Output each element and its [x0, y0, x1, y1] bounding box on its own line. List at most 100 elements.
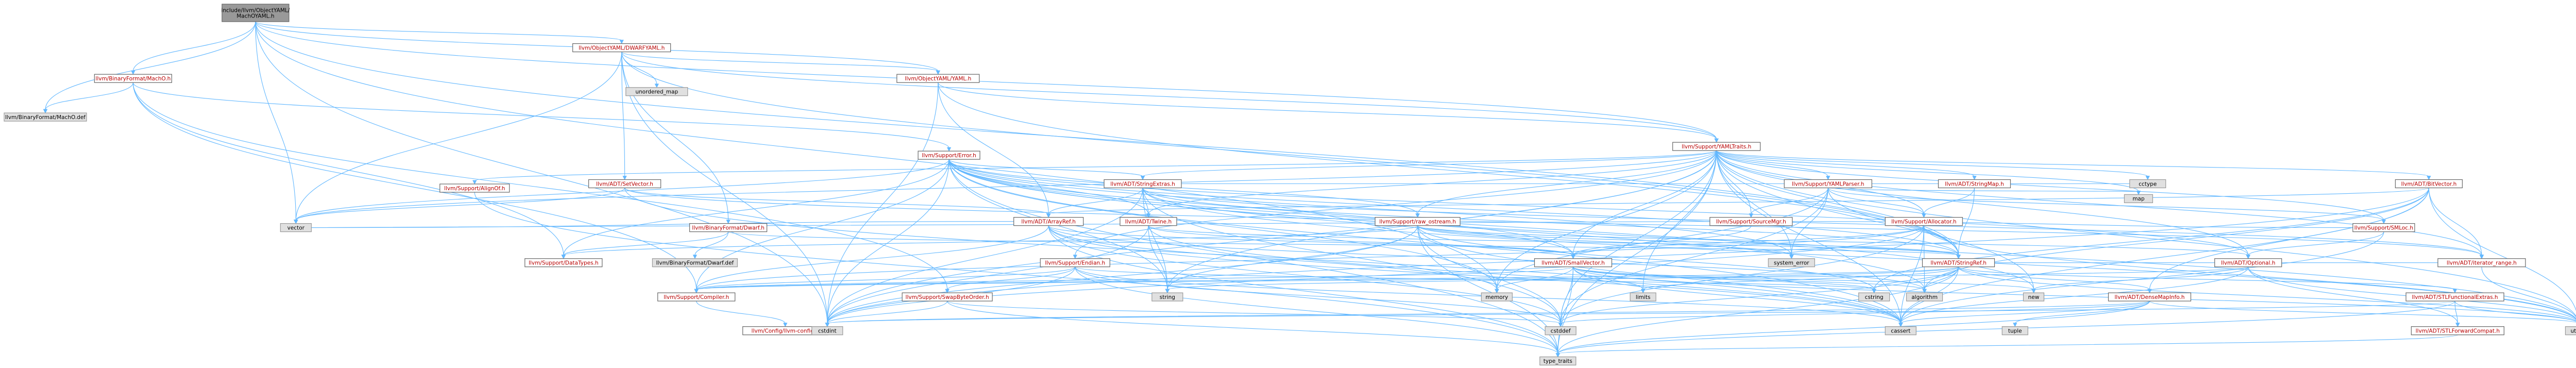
- arrowhead-setvector-to-vector: [294, 220, 298, 224]
- node-llvm-support-allocator-h[interactable]: llvm/Support/Allocator.h: [1885, 217, 1963, 226]
- edge-stringref-to-string: [1167, 266, 1959, 290]
- node-string: string: [1151, 292, 1183, 302]
- edge-yamlparser-to-systemerror: [1791, 188, 1828, 256]
- edge-macho-to-swapbyteorder: [132, 82, 948, 290]
- node-llvm-adt-smallvector-h[interactable]: llvm/ADT/SmallVector.h: [1534, 258, 1613, 267]
- edge-yamltraits-to-map: [1716, 150, 2139, 192]
- edge-arrayref-to-compiler: [696, 225, 1049, 290]
- edge-macho-to-datatypes: [132, 82, 564, 256]
- arrowhead-objyaml-to-yamltraits: [1714, 138, 1719, 143]
- edge-yamltraits-to-endian: [1075, 150, 1717, 256]
- node-label: cassert: [1891, 328, 1910, 334]
- node-new: new: [2023, 292, 2044, 302]
- edge-stringref-to-typetraits: [1557, 266, 1959, 354]
- edge-twine-to-cassert: [1148, 225, 1901, 324]
- node-llvm-adt-densemapinfo-h[interactable]: llvm/ADT/DenseMapInfo.h: [2108, 292, 2192, 302]
- node-box: [2124, 194, 2153, 204]
- node-label: llvm/Support/AlignOf.h: [444, 186, 505, 192]
- node-label: llvm/ADT/STLForwardCompat.h: [2416, 328, 2500, 334]
- edge-sourcemgr-to-smallvector: [1572, 225, 1752, 256]
- edge-yamltraits-to-stringref: [1716, 150, 1959, 256]
- arrowhead-yamlparser-to-systemerror: [1789, 255, 1794, 259]
- edge-optional-to-cassert: [1900, 266, 2249, 324]
- node-box: [1120, 217, 1177, 226]
- node-utility: utility: [2565, 326, 2576, 336]
- arrowhead-densemapinfo-to-cstddef: [1558, 323, 1563, 327]
- node-llvm-support-yamlparser-h[interactable]: llvm/Support/YAMLParser.h: [1784, 179, 1872, 189]
- node-llvm-adt-setvector-h[interactable]: llvm/ADT/SetVector.h: [588, 179, 662, 189]
- edge-macho-to-compiler: [132, 82, 697, 290]
- edge-rawostream-to-optional: [1417, 225, 2249, 256]
- arrowhead-allocator-to-smallvector: [1571, 255, 1575, 259]
- node-label: llvm/ADT/StringRef.h: [1930, 260, 1987, 266]
- node-label: llvm/Config/llvm-config.h: [752, 328, 819, 334]
- edge-error-to-vector: [295, 159, 950, 221]
- node-label: llvm/Support/YAMLParser.h: [1792, 181, 1864, 187]
- node-llvm-support-compiler-h[interactable]: llvm/Support/Compiler.h: [657, 292, 736, 302]
- arrowhead-error-to-stringextras: [1140, 176, 1145, 180]
- node-llvm-support-sourcemgr-h[interactable]: llvm/Support/SourceMgr.h: [1709, 217, 1793, 226]
- node-llvm-adt-stringmap-h[interactable]: llvm/ADT/StringMap.h: [1938, 179, 2011, 189]
- node-llvm-support-endian-h[interactable]: llvm/Support/Endian.h: [1040, 258, 1110, 267]
- node-llvm-binaryformat-dwarf-h[interactable]: llvm/BinaryFormat/Dwarf.h: [689, 223, 768, 232]
- node-box: [1151, 292, 1183, 302]
- arrowhead-yamltraits-to-endian: [1073, 255, 1077, 259]
- node-label: llvm/Support/raw_ostream.h: [1379, 219, 1456, 225]
- node-llvm-adt-stlforwardcompat-h[interactable]: llvm/ADT/STLForwardCompat.h: [2411, 326, 2504, 336]
- edge-bitvector-to-cstdint: [827, 188, 2429, 324]
- edge-densemapinfo-to-typetraits: [1557, 300, 2150, 354]
- node-llvm-adt-twine-h[interactable]: llvm/ADT/Twine.h: [1120, 217, 1177, 226]
- edge-stringref-to-utility: [1958, 266, 2576, 322]
- node-llvm-adt-stringref-h[interactable]: llvm/ADT/StringRef.h: [1922, 258, 1995, 267]
- edge-yamlparser-to-map: [1827, 187, 2139, 192]
- edge-bitvector-to-algorithm: [1924, 188, 2429, 290]
- node-label: llvm/ObjectYAML/YAML.h: [905, 76, 971, 82]
- node-llvm-adt-bitvector-h[interactable]: llvm/ADT/BitVector.h: [2395, 179, 2463, 189]
- node-llvm-adt-optional-h[interactable]: llvm/ADT/Optional.h: [2214, 258, 2282, 267]
- edge-arrayref-to-cassert: [1048, 225, 1901, 324]
- edge-macho-to-error: [132, 82, 950, 148]
- node-label: MachOYAML.h: [236, 13, 274, 19]
- node-llvm-support-raw-ostream-h[interactable]: llvm/Support/raw_ostream.h: [1375, 217, 1461, 226]
- node-box: [588, 179, 662, 189]
- node-llvm-support-yamltraits-h[interactable]: llvm/Support/YAMLTraits.h: [1672, 142, 1761, 151]
- node-label: llvm/ADT/StringExtras.h: [1110, 181, 1175, 187]
- node-cctype: cctype: [2129, 179, 2166, 189]
- arrowhead-yamltraits-to-stringmap: [1972, 176, 1977, 180]
- edge-minidump-to-cstdint: [621, 52, 828, 324]
- node-llvm-support-smloc-h[interactable]: llvm/Support/SMLoc.h: [2352, 223, 2415, 232]
- node-llvm-support-alignof-h[interactable]: llvm/Support/AlignOf.h: [439, 183, 510, 193]
- node-label: llvm/Support/Error.h: [922, 153, 976, 159]
- edge-macho-to-machodef: [45, 82, 133, 110]
- node-box: [896, 74, 980, 83]
- edge-yamltraits-to-twine: [1148, 150, 1717, 214]
- edge-error-to-typetraits: [948, 159, 1558, 354]
- node-llvm-support-error-h[interactable]: llvm/Support/Error.h: [918, 150, 980, 160]
- edge-densemapinfo-to-utility: [2149, 300, 2576, 323]
- arrowhead-macho-to-machodef: [43, 109, 48, 113]
- node-llvm-objectyaml-yaml-h[interactable]: llvm/ObjectYAML/YAML.h: [896, 74, 980, 83]
- edge-error-to-utility: [948, 159, 2576, 319]
- node-llvm-adt-iterator-range-h[interactable]: llvm/ADT/iterator_range.h: [2437, 258, 2526, 267]
- edge-densemapinfo-to-tuple: [2014, 300, 2150, 324]
- node-llvm-adt-stlfunctionalextras-h[interactable]: llvm/ADT/STLFunctionalExtras.h: [2405, 292, 2504, 302]
- node-box: [625, 87, 688, 96]
- node-llvm-adt-arrayref-h[interactable]: llvm/ADT/ArrayRef.h: [1013, 217, 1084, 226]
- node-box: [1545, 326, 1577, 336]
- node-include-llvm-objectyaml-machoyaml-h: include/llvm/ObjectYAML/MachOYAML.h: [221, 4, 290, 22]
- edge-yamltraits-to-cassert: [1716, 150, 1901, 324]
- node-llvm-support-swapbyteorder-h[interactable]: llvm/Support/SwapByteOrder.h: [902, 292, 993, 302]
- node-llvm-config-llvm-config-h[interactable]: llvm/Config/llvm-config.h: [742, 326, 828, 336]
- node-box: [689, 223, 768, 232]
- edge-stringref-to-compiler: [696, 266, 1959, 290]
- node-llvm-objectyaml-dwarfyaml-h[interactable]: llvm/ObjectYAML/DWARFYAML.h: [572, 43, 671, 53]
- arrowhead-macho-to-error: [946, 147, 952, 152]
- node-llvm-adt-stringextras-h[interactable]: llvm/ADT/StringExtras.h: [1104, 179, 1182, 189]
- edge-setvector-to-vector: [295, 188, 625, 221]
- edge-root-to-cstdint: [255, 21, 828, 324]
- node-label: llvm/ADT/StringMap.h: [1945, 181, 2004, 187]
- node-box: [2002, 326, 2028, 336]
- node-llvm-binaryformat-macho-h[interactable]: llvm/BinaryFormat/MachO.h: [94, 74, 172, 83]
- node-llvm-support-datatypes-h[interactable]: llvm/Support/DataTypes.h: [524, 258, 603, 267]
